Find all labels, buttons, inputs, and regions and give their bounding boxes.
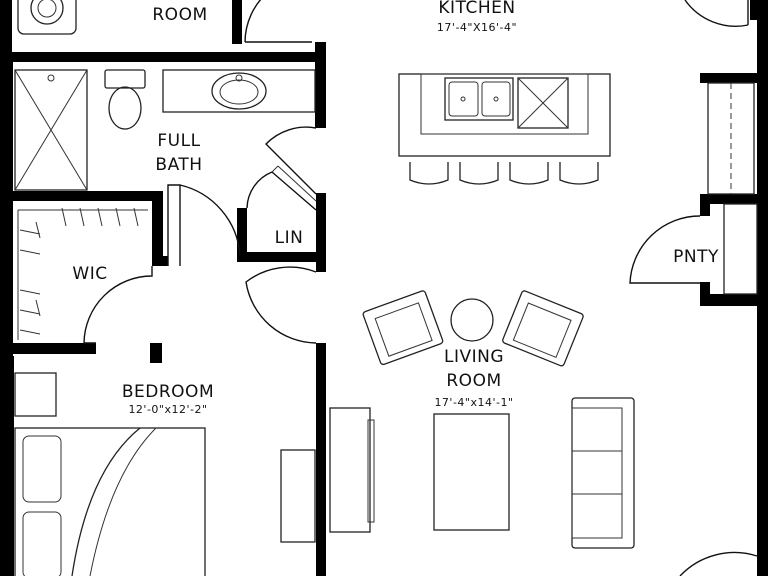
dresser-icon — [280, 449, 316, 543]
linen-label: LIN — [275, 228, 304, 248]
wall-wic-right — [152, 191, 163, 263]
wall-top-room-right — [232, 0, 242, 44]
sink-icon — [162, 69, 316, 113]
wall-top-room-bottom — [0, 52, 326, 62]
wall-lin-left — [237, 208, 247, 260]
top-room-label: ROOM — [152, 5, 207, 25]
wall-pantry-shelf-top — [700, 194, 768, 204]
door-linen — [246, 171, 317, 211]
door-bath-bedroom — [167, 184, 241, 266]
door-pantry — [629, 215, 701, 284]
shower-icon — [14, 69, 88, 191]
full-bath-label-line2: BATH — [155, 155, 202, 175]
doors — [83, 0, 758, 576]
wall-right-mid — [757, 0, 768, 576]
wall-pantry-left-stub — [700, 194, 710, 216]
wall-bedroom-right — [316, 343, 326, 576]
wic-label: WIC — [72, 264, 107, 284]
armchair-icon — [362, 290, 444, 366]
kitchen-island — [398, 73, 611, 157]
wall-bedroom-top — [0, 356, 14, 576]
door-wic — [83, 266, 153, 344]
wall-wic-bottom — [0, 343, 96, 354]
washer-icon — [17, 0, 77, 35]
coffee-table-icon — [433, 413, 510, 531]
door-bath — [265, 126, 317, 195]
wall-wic-right-stub — [152, 256, 168, 266]
living-room-label-line2: ROOM — [446, 371, 501, 391]
wall-bath-top-right — [315, 42, 326, 128]
full-bath-label-line1: FULL — [157, 131, 200, 151]
round-table-icon — [450, 298, 494, 342]
wall-left-upper — [0, 0, 12, 62]
living-room-dimensions: 17'-4"x14'-1" — [434, 396, 513, 409]
nightstand-icon — [14, 372, 57, 417]
wall-wic-bottom-stub — [150, 343, 162, 363]
bedroom-label: BEDROOM — [122, 382, 214, 402]
wall-pantry-bottom — [700, 294, 768, 306]
closet-rods — [17, 207, 148, 340]
bed-icon — [14, 427, 206, 576]
pantry-label: PNTY — [673, 247, 719, 267]
sofa-icon — [571, 397, 635, 549]
toilet-icon — [104, 69, 146, 130]
room-labels: ROOM KITCHEN 17'-4"X16'-4" FULL BATH LIN… — [72, 0, 719, 416]
wall-pantry-top — [700, 73, 768, 83]
door-kitchen-top-right — [684, 0, 749, 27]
wall-bath-bottom — [0, 191, 162, 201]
kitchen-dimensions: 17'-4"X16'-4" — [437, 21, 517, 34]
armchair-icon — [502, 290, 584, 367]
tv-console-icon — [329, 407, 375, 533]
door-bedroom — [245, 266, 317, 344]
bar-stool-icon — [409, 162, 599, 185]
door-top-room — [244, 0, 312, 43]
bedroom-dimensions: 12'-0"x12'-2" — [128, 403, 207, 416]
wall-pantry-left-low — [700, 282, 710, 306]
wall-lin-bottom — [237, 252, 326, 262]
door-living-bottom-right — [679, 551, 758, 576]
kitchen-label: KITCHEN — [438, 0, 515, 18]
wall-lin-right — [316, 193, 326, 272]
cooktop-icon — [517, 77, 569, 129]
double-sink-icon — [444, 77, 514, 121]
pantry-shelves — [707, 82, 758, 295]
living-room-label-line1: LIVING — [444, 347, 504, 367]
